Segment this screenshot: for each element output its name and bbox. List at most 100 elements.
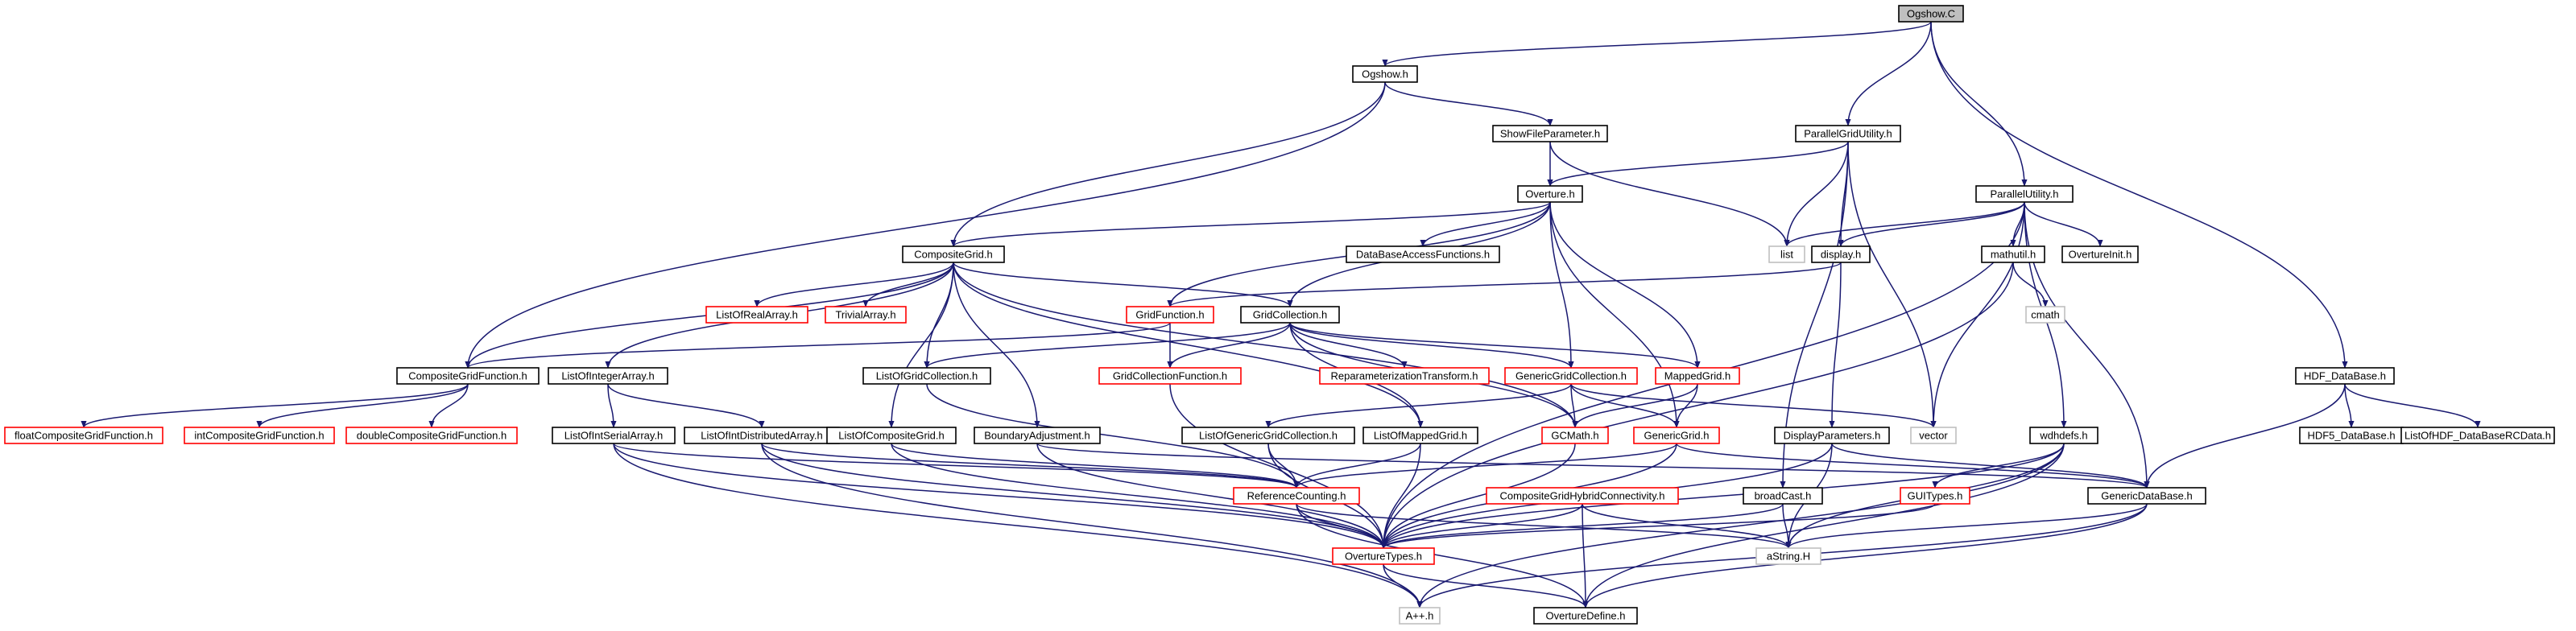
include-edge (926, 383, 1300, 489)
node-mathutil-h[interactable]: mathutil.h (1981, 245, 2045, 263)
edge-arrow (891, 443, 1300, 489)
node-listofgridcollection-h[interactable]: ListOfGridCollection.h (862, 367, 991, 385)
node-broadcast-h[interactable]: broadCast.h (1743, 487, 1823, 505)
node-compositegridhybridconnectivity-h[interactable]: CompositeGridHybridConnectivity.h (1486, 487, 1679, 505)
node-mappedgrid-h[interactable]: MappedGrid.h (1655, 367, 1740, 385)
node-gcmath-h[interactable]: GCMath.h (1541, 427, 1609, 444)
edge-arrow (1847, 141, 1937, 428)
node-reparameterizationtransform-h[interactable]: ReparameterizationTransform.h (1319, 367, 1490, 385)
include-edge (1549, 201, 1680, 428)
include-edge (888, 262, 954, 428)
node-label: TrivialArray.h (835, 308, 895, 320)
node-intcompositegridfunction-h[interactable]: intCompositeGridFunction.h (184, 427, 335, 444)
include-edge (2024, 201, 2103, 247)
include-edge (1572, 383, 1698, 428)
node-label: OvertureTypes.h (1345, 550, 1422, 562)
node-compositegrid-h[interactable]: CompositeGrid.h (902, 245, 1005, 263)
node-label: GUITypes.h (1908, 489, 1963, 501)
node-label: GridFunction.h (1135, 308, 1204, 320)
node-hdf5-database-h[interactable]: HDF5_DataBase.h (2299, 427, 2404, 444)
node-box (826, 427, 957, 444)
edge-arrow (1380, 443, 1576, 549)
include-edge (1382, 21, 1932, 67)
edge-arrow (953, 262, 1040, 428)
include-edge (924, 322, 1291, 369)
node-genericdatabase-h[interactable]: GenericDataBase.h (2087, 487, 2206, 505)
node-box (396, 367, 540, 385)
node-guitypes-h[interactable]: GUITypes.h (1900, 487, 1970, 505)
node-display-h[interactable]: display.h (1811, 245, 1871, 263)
node-overtureinit-h[interactable]: OvertureInit.h (2061, 245, 2139, 263)
node-listofrealarray-h[interactable]: ListOfRealArray.h (705, 306, 808, 324)
include-edge (891, 443, 1300, 489)
node-listofmappedgrid-h[interactable]: ListOfMappedGrid.h (1362, 427, 1478, 444)
node-gridcollectionfunction-h[interactable]: GridCollectionFunction.h (1098, 367, 1242, 385)
node-box (1352, 65, 1418, 83)
node-label: OvertureDefine.h (1546, 609, 1626, 621)
edge-arrow (607, 383, 765, 428)
include-edge (1167, 262, 1842, 307)
edge-arrow (607, 383, 617, 428)
node-floatcompositegridfunction-h[interactable]: floatCompositeGridFunction.h (4, 427, 163, 444)
include-edge (2344, 383, 2355, 428)
edge-arrow (256, 383, 469, 428)
node-listofintegerarray-h[interactable]: ListOfIntegerArray.h (548, 367, 668, 385)
node-compositegridfunction-h[interactable]: CompositeGridFunction.h (396, 367, 540, 385)
node-box (974, 427, 1101, 444)
include-edge (1289, 322, 1574, 369)
node-boundaryadjustment-h[interactable]: BoundaryAdjustment.h (974, 427, 1101, 444)
node-box (1533, 607, 1638, 625)
node-label: vector (1919, 429, 1948, 441)
include-edge (1380, 443, 2065, 549)
node-box (1541, 427, 1609, 444)
node-label: GCMath.h (1551, 429, 1598, 441)
node-label: ListOfRealArray.h (716, 308, 798, 320)
include-edge (607, 383, 617, 428)
include-edge (953, 262, 1424, 428)
node-gridcollection-h[interactable]: GridCollection.h (1240, 306, 1340, 324)
edge-arrow (465, 322, 1171, 369)
node-overturetypes-h[interactable]: OvertureTypes.h (1332, 547, 1435, 565)
edge-arrow (81, 383, 469, 428)
edge-arrow (1582, 443, 2065, 608)
node-parallelutility-h[interactable]: ParallelUtility.h (1975, 185, 2074, 203)
node-displayparameters-h[interactable]: DisplayParameters.h (1774, 427, 1890, 444)
node-genericgridcollection-h[interactable]: GenericGridCollection.h (1504, 367, 1638, 385)
include-edge (1549, 201, 1574, 369)
node-listofcompositegrid-h[interactable]: ListOfCompositeGrid.h (826, 427, 957, 444)
include-edge (1676, 443, 2150, 489)
node-showfileparameter-h[interactable]: ShowFileParameter.h (1492, 125, 1608, 142)
node-wdhdefs-h[interactable]: wdhdefs.h (2029, 427, 2098, 444)
node-doublecompositegridfunction-h[interactable]: doubleCompositeGridFunction.h (345, 427, 518, 444)
node-box (184, 427, 335, 444)
node-listofhdf-databasercdata-h[interactable]: ListOfHDF_DataBaseRCData.h (2400, 427, 2555, 444)
node-databaseaccessfunctions-h[interactable]: DataBaseAccessFunctions.h (1346, 245, 1500, 263)
node-label: ListOfGridCollection.h (876, 369, 978, 381)
edge-arrow (1785, 503, 2148, 549)
edge-arrow (1570, 383, 1680, 428)
node-overture-h[interactable]: Overture.h (1517, 185, 1583, 203)
edge-arrow (1582, 503, 1792, 549)
node-genericgrid-h[interactable]: GenericGrid.h (1633, 427, 1720, 444)
node-parallelgridutility-h[interactable]: ParallelGridUtility.h (1795, 125, 1901, 142)
include-edge (953, 262, 1578, 428)
node-referencecounting-h[interactable]: ReferenceCounting.h (1233, 487, 1360, 505)
node-box (1126, 306, 1214, 324)
node-trivialarray-h[interactable]: TrivialArray.h (825, 306, 907, 324)
node-listofgenericgridcollection-h[interactable]: ListOfGenericGridCollection.h (1181, 427, 1355, 444)
node-box (1517, 185, 1583, 203)
node-listofintdistributedarray-h[interactable]: ListOfIntDistributedArray.h (684, 427, 840, 444)
include-edge (1296, 503, 1589, 608)
node-label: HDF5_DataBase.h (2307, 429, 2395, 441)
node-box (1811, 245, 1871, 263)
node-gridfunction-h[interactable]: GridFunction.h (1126, 306, 1214, 324)
include-edge (950, 81, 1386, 247)
node-listofintserialarray-h[interactable]: ListOfIntSerialArray.h (552, 427, 676, 444)
include-edge (1847, 141, 1937, 428)
node-ogshow-h[interactable]: Ogshow.h (1352, 65, 1418, 83)
node-overturedefine-h[interactable]: OvertureDefine.h (1533, 607, 1638, 625)
node-hdf-database-h[interactable]: HDF_DataBase.h (2295, 367, 2395, 385)
include-edge (1582, 443, 2065, 608)
node-label: DataBaseAccessFunctions.h (1356, 248, 1490, 260)
node-label: CompositeGridHybridConnectivity.h (1500, 489, 1665, 501)
